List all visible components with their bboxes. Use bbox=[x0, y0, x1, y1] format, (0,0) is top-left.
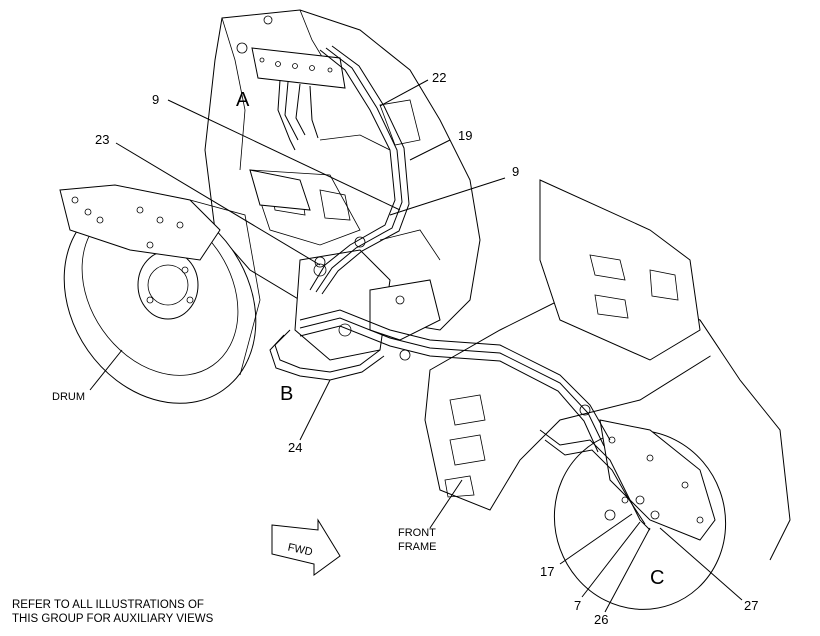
callout-17: 17 bbox=[540, 564, 554, 579]
auxiliary-views-note-line2: THIS GROUP FOR AUXILIARY VIEWS bbox=[12, 613, 214, 625]
front-frame-label-line2: FRAME bbox=[398, 541, 437, 553]
callout-19: 19 bbox=[458, 128, 472, 143]
callout-9-upper: 9 bbox=[152, 92, 159, 107]
callout-27: 27 bbox=[744, 598, 758, 613]
callout-24: 24 bbox=[288, 440, 302, 455]
view-letter-c: C bbox=[650, 567, 664, 589]
callout-23: 23 bbox=[95, 132, 109, 147]
rear-frame bbox=[204, 9, 481, 331]
fwd-label: FWD bbox=[287, 542, 314, 559]
auxiliary-views-note-line1: REFER TO ALL ILLUSTRATIONS OF bbox=[12, 599, 204, 611]
callout-26: 26 bbox=[594, 612, 608, 627]
hose-bundle bbox=[269, 45, 660, 531]
upper-manifold-plate bbox=[251, 47, 346, 151]
drum bbox=[59, 184, 261, 404]
callout-7: 7 bbox=[574, 598, 581, 613]
articulation-components bbox=[249, 169, 441, 361]
callout-9-lower: 9 bbox=[512, 164, 519, 179]
drum-label: DRUM bbox=[52, 391, 85, 403]
view-letter-a: A bbox=[236, 89, 250, 111]
forward-arrow: FWD bbox=[271, 518, 341, 576]
callout-22: 22 bbox=[432, 70, 446, 85]
view-letter-b: B bbox=[280, 383, 293, 405]
leader-lines bbox=[89, 79, 743, 613]
front-frame-label-line1: FRONT bbox=[398, 527, 436, 539]
